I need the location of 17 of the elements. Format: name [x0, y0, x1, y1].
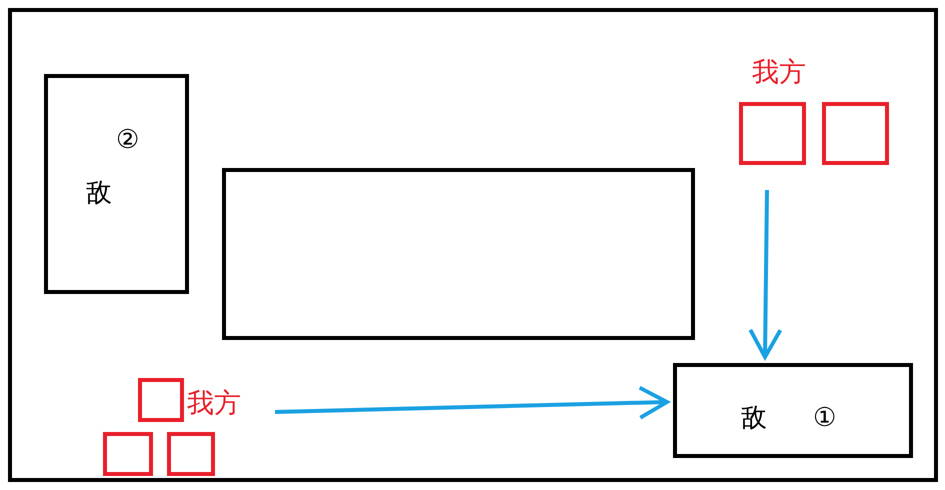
team-label: 我方 — [187, 388, 241, 418]
enemy-box — [673, 363, 913, 458]
obstacle-box — [222, 168, 695, 340]
node-text: ① — [813, 403, 836, 433]
team-label: 我方 — [752, 57, 806, 87]
ally-square — [167, 432, 215, 476]
ally-square — [739, 102, 806, 165]
ally-square — [103, 432, 153, 476]
node-text: 敌 — [741, 403, 767, 433]
frame-border — [8, 8, 938, 482]
node-text: 敌 — [86, 178, 112, 208]
arrow — [748, 190, 782, 359]
ally-square — [138, 378, 184, 422]
enemy-box — [44, 74, 189, 294]
ally-square — [822, 102, 889, 165]
arrow — [274, 386, 669, 420]
node-text: ② — [116, 125, 139, 155]
